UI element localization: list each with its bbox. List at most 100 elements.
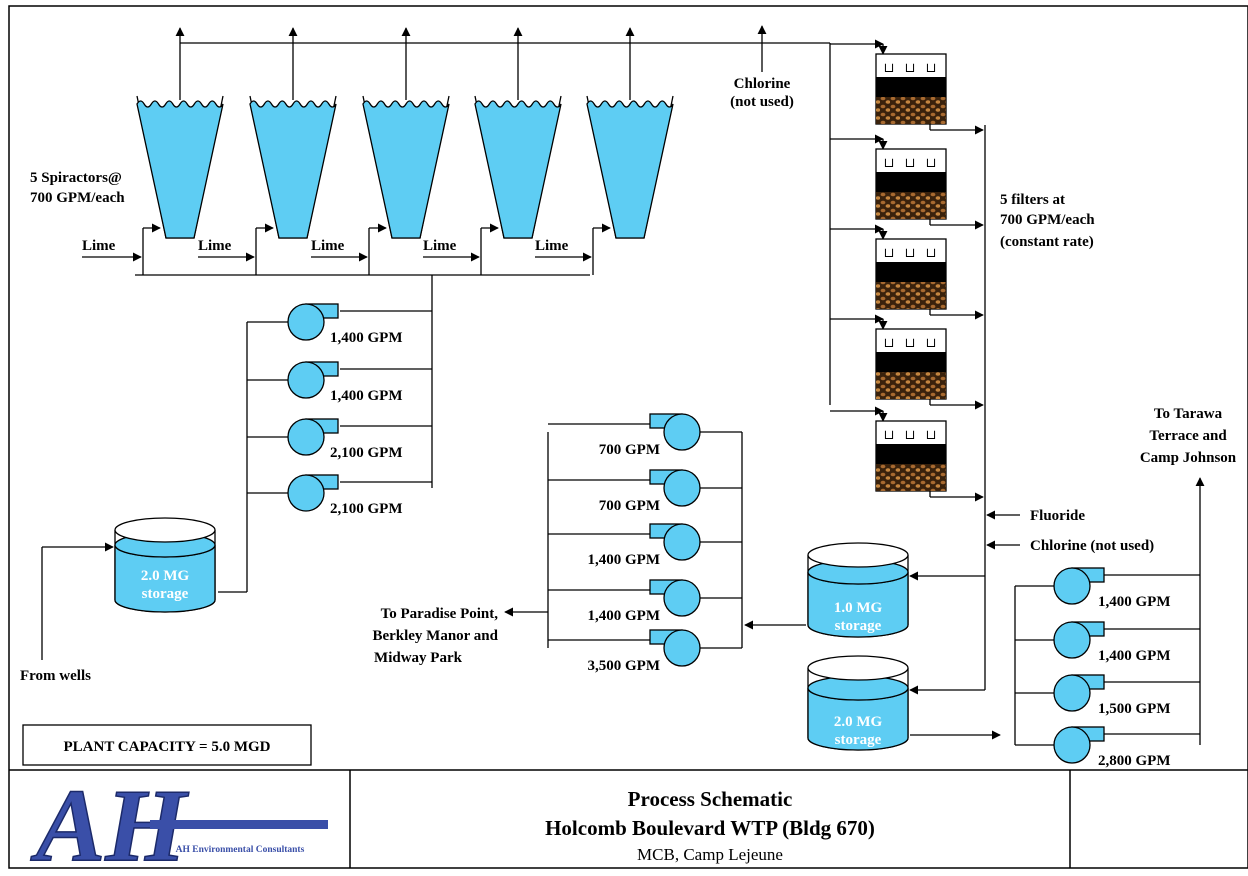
tarawa-pump — [1053, 567, 1105, 605]
intake-pump-rate: 1,400 GPM — [330, 330, 403, 346]
paradise-pump — [649, 579, 701, 617]
tarawa-dest-3: Camp Johnson — [1140, 450, 1237, 466]
filter-nozzle: ⊔ — [884, 245, 895, 260]
storage-1-label-1: 1.0 MG — [834, 600, 883, 616]
title-line-3: MCB, Camp Lejeune — [637, 845, 783, 864]
filter-nozzle: ⊔ — [905, 245, 916, 260]
pump-icon — [287, 474, 325, 512]
raw-storage-label-2: storage — [142, 586, 189, 602]
filter-dark-layer — [876, 172, 946, 192]
paradise-pump-rate: 700 GPM — [599, 498, 660, 514]
storage-2-label-1: 2.0 MG — [834, 714, 883, 730]
pump-icon — [1053, 726, 1091, 764]
paradise-pump — [649, 523, 701, 561]
pump-icon — [663, 469, 701, 507]
intake-pump-rate: 1,400 GPM — [330, 388, 403, 404]
pump-icon — [1053, 674, 1091, 712]
intake-pump — [287, 303, 339, 341]
spiractor-water — [586, 100, 674, 239]
title-line-1: Process Schematic — [628, 787, 793, 811]
filters-caption-2: 700 GPM/each — [1000, 212, 1095, 228]
tarawa-pump-rate: 1,400 GPM — [1098, 648, 1171, 664]
filter-dark-layer — [876, 77, 946, 97]
filter-nozzle: ⊔ — [884, 155, 895, 170]
lime-label: Lime — [423, 238, 457, 254]
title-line-2: Holcomb Boulevard WTP (Bldg 670) — [545, 816, 875, 840]
filter-dark-layer — [876, 444, 946, 464]
filter-nozzle: ⊔ — [926, 155, 937, 170]
pump-icon — [287, 303, 325, 341]
paradise-pump — [649, 629, 701, 667]
filter-media — [876, 97, 946, 124]
storage-2-label-2: storage — [835, 732, 882, 748]
spiractor-water — [249, 100, 337, 239]
filter-dark-layer — [876, 262, 946, 282]
intake-pump — [287, 361, 339, 399]
plant-capacity-label: PLANT CAPACITY = 5.0 MGD — [63, 739, 270, 755]
logo-bar — [150, 820, 328, 829]
filter-nozzle: ⊔ — [905, 335, 916, 350]
filter-group: ⊔ ⊔ ⊔ ⊔ ⊔ ⊔ ⊔ ⊔ ⊔ ⊔ ⊔ ⊔ ⊔ ⊔ ⊔ — [830, 39, 984, 502]
paradise-dest-2: Berkley Manor and — [372, 628, 498, 644]
filter-media — [876, 282, 946, 309]
from-wells-label: From wells — [20, 668, 91, 684]
finished-storage-tank-2: 2.0 MG storage — [807, 655, 909, 751]
pump-icon — [663, 579, 701, 617]
paradise-dest-1: To Paradise Point, — [381, 606, 499, 622]
spiractors-caption-1: 5 Spiractors@ — [30, 170, 122, 186]
intake-pump-rate: 2,100 GPM — [330, 445, 403, 461]
filter-nozzle: ⊔ — [905, 60, 916, 75]
storage-1-label-2: storage — [835, 618, 882, 634]
paradise-pump — [649, 469, 701, 507]
spiractors-caption-2: 700 GPM/each — [30, 190, 125, 206]
filter-nozzle: ⊔ — [926, 427, 937, 442]
filter-nozzle: ⊔ — [926, 245, 937, 260]
plant-capacity-box — [22, 724, 312, 766]
filters-caption-1: 5 filters at — [1000, 192, 1065, 208]
chlorine-top-label-2: (not used) — [730, 94, 794, 110]
tarawa-pump — [1053, 726, 1105, 764]
filter-nozzle: ⊔ — [884, 60, 895, 75]
tarawa-dest-2: Terrace and — [1149, 428, 1227, 444]
tarawa-pump — [1053, 674, 1105, 712]
lime-label: Lime — [82, 238, 116, 254]
filter-nozzle: ⊔ — [905, 427, 916, 442]
lime-label: Lime — [198, 238, 232, 254]
ah-logo: AH AH Environmental Consultants — [29, 767, 328, 876]
intake-pump-group: 1,400 GPM 1,400 GPM 2,100 GPM 2,100 GPM — [247, 303, 432, 517]
filter-nozzle: ⊔ — [905, 155, 916, 170]
outer-frame — [8, 5, 1248, 869]
spiractor-water — [136, 100, 224, 239]
pump-icon — [1053, 567, 1091, 605]
raw-storage-tank: 2.0 MG storage — [114, 517, 216, 613]
filter-media — [876, 192, 946, 219]
chlorine-lower-label: Chlorine (not used) — [1030, 538, 1154, 554]
filter-nozzle: ⊔ — [926, 335, 937, 350]
pump-icon — [663, 629, 701, 667]
filter-dark-layer — [876, 352, 946, 372]
tarawa-pump-rate: 2,800 GPM — [1098, 753, 1171, 769]
chlorine-top-label-1: Chlorine — [734, 76, 791, 92]
raw-storage-label-1: 2.0 MG — [141, 568, 190, 584]
filter-nozzle: ⊔ — [884, 427, 895, 442]
paradise-pump-rate: 1,400 GPM — [588, 608, 661, 624]
intake-pump — [287, 474, 339, 512]
filter-media — [876, 464, 946, 491]
filter-nozzle: ⊔ — [926, 60, 937, 75]
spiractor-water — [362, 100, 450, 239]
paradise-pump-rate: 3,500 GPM — [588, 658, 661, 674]
lime-label: Lime — [311, 238, 345, 254]
paradise-pump — [649, 413, 701, 451]
tarawa-dest-1: To Tarawa — [1154, 406, 1223, 422]
finished-storage-tank-1: 1.0 MG storage — [807, 542, 909, 638]
tarawa-pump-rate: 1,400 GPM — [1098, 594, 1171, 610]
filter-nozzle: ⊔ — [884, 335, 895, 350]
tarawa-pump — [1053, 621, 1105, 659]
paradise-dest-3: Midway Park — [374, 650, 463, 666]
paradise-pump-rate: 700 GPM — [599, 442, 660, 458]
intake-pump-rate: 2,100 GPM — [330, 501, 403, 517]
spiractor-water — [474, 100, 562, 239]
